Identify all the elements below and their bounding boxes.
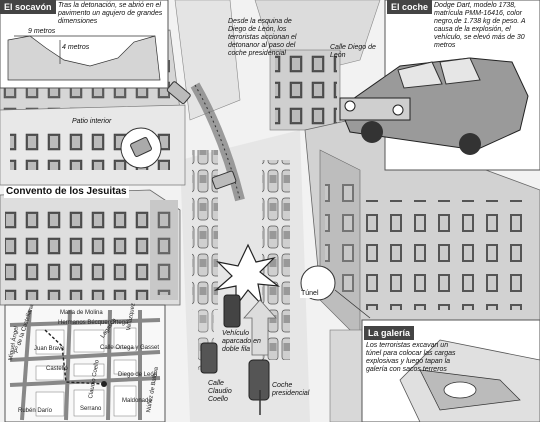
vehiculo-label: Vehículo aparcado en doble fila (222, 330, 261, 353)
convento-label: Convento de los Jesuitas (4, 186, 129, 198)
galeria-text: Los terroristas excavan un túnel para co… (366, 342, 456, 373)
map-street-ortega: Ortega (110, 320, 129, 326)
map-street-serrano: Serrano (80, 406, 102, 412)
calle-claudio-label: Calle Claudio Coello (208, 380, 232, 403)
map-street-ruben-dario: Rubén Darío (18, 408, 53, 414)
map-streets (9, 309, 161, 421)
calle-diego-label: Calle Diego de León (330, 44, 376, 59)
dodge-dart-illustration (339, 57, 529, 155)
socavon-depth-label: 4 metros (62, 44, 90, 51)
galeria-title: La galería (364, 326, 415, 340)
socavon-title: El socavón (0, 0, 56, 14)
map-street-hermanos-becquer: Hermanos Bécquer (58, 320, 110, 326)
explosion-burst (213, 243, 281, 308)
flying-car-mid (211, 170, 237, 190)
direction-arrow (243, 299, 277, 356)
flying-car-top (166, 81, 191, 104)
intro-text: Desde la esquina de Diego de León, los t… (228, 18, 297, 57)
tunel-label: Túnel (300, 290, 320, 298)
socavon-width-label: 9 metros (28, 28, 56, 35)
coche-text: Dodge Dart, modelo 1738, matrícula PMM-1… (434, 2, 526, 49)
map-street-castello: Castelló (46, 366, 68, 372)
coche-presidencial-label: Coche presidencial (272, 382, 310, 397)
parked-double-row-vehicle (223, 294, 241, 328)
map-street-juan-bravo: Juan Bravo (34, 346, 65, 352)
patio-label: Patio interior (72, 118, 112, 125)
map-street-maria-de-molina: Maria de Molina (60, 310, 103, 316)
map-street-ortega-y-gasset: Calle Ortega y Gasset (100, 345, 160, 351)
map-street-diego-de-leon: Diego de León (118, 372, 158, 378)
presidential-car (248, 359, 270, 401)
socavon-text: Tras la detonación, se abrió en el pavim… (58, 2, 163, 25)
map-street-maldonado: Maldonado (122, 398, 152, 404)
coche-title: El coche (387, 0, 433, 14)
